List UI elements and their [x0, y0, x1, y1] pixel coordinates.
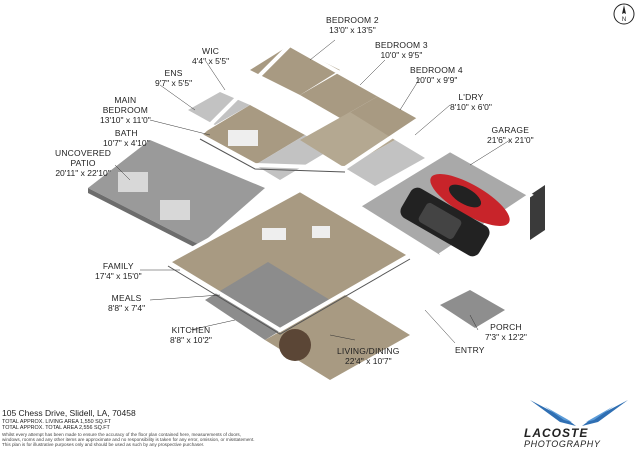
- disclaimer-line-3: This plan is for illustrative purposes o…: [2, 442, 205, 447]
- brand-name: LACOSTE: [524, 426, 589, 440]
- bedroom2-floor: [250, 45, 340, 95]
- sofa: [262, 228, 286, 240]
- total-area: TOTAL APPROX. TOTAL AREA 2,556 SQ.FT: [2, 425, 110, 431]
- disclaimer-line-1: Whilst every attempt has been made to en…: [2, 432, 242, 437]
- brand-sub: PHOTOGRAPHY: [524, 439, 601, 449]
- lacoste-logo: LACOSTE PHOTOGRAPHY: [520, 398, 638, 454]
- leader-lines: [114, 39, 511, 344]
- north-compass-icon: N: [613, 3, 635, 25]
- room-label-entry: ENTRY: [455, 345, 485, 355]
- armchair: [312, 226, 330, 238]
- walls: [166, 42, 534, 333]
- dining-table: [279, 329, 311, 361]
- kitchen-floor: [205, 262, 330, 340]
- black-car: [400, 187, 490, 257]
- disclaimer-line-2: windows, rooms and any other items are a…: [2, 437, 255, 442]
- address: 105 Chess Drive, Slidell, LA, 70458: [2, 408, 136, 418]
- living-area: TOTAL APPROX. LIVING AREA 1,550 SQ.FT: [2, 419, 111, 425]
- laundry-floor: [345, 140, 425, 186]
- patio-edge: [88, 188, 200, 250]
- garage-wall-right: [530, 185, 545, 240]
- hall-floor: [300, 112, 395, 168]
- compass-letter: N: [622, 17, 626, 23]
- wall-shadows: [167, 138, 411, 335]
- patio-furniture: [118, 172, 148, 192]
- red-car: [430, 174, 510, 226]
- bed-main: [228, 130, 258, 146]
- patio-floor: [88, 140, 265, 245]
- porch-floor: [440, 290, 505, 328]
- wing-emblem-icon: [530, 400, 628, 426]
- patio-dining: [160, 200, 190, 220]
